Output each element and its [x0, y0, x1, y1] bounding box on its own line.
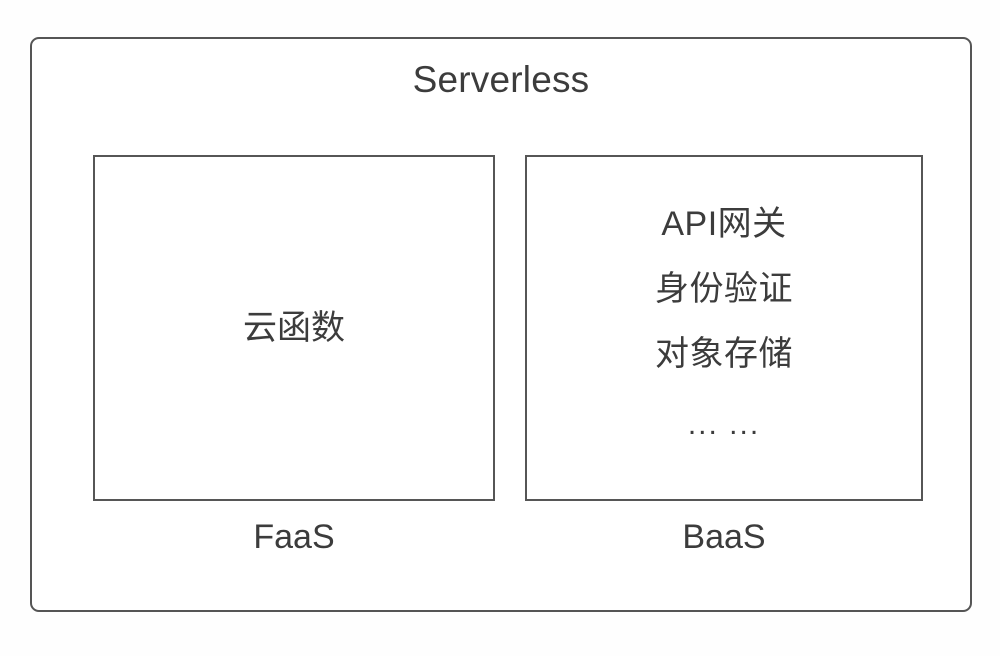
serverless-container: Serverless 云函数 FaaS API网关 身份验证 对象存储 ... … — [30, 37, 972, 612]
serverless-title: Serverless — [412, 59, 590, 100]
faas-box: 云函数 — [93, 155, 495, 501]
baas-item-object-storage: 对象存储 — [655, 335, 793, 373]
baas-item-list: API网关 身份验证 对象存储 ... ... — [527, 207, 921, 440]
baas-item-api-gateway: API网关 — [661, 205, 787, 243]
column-faas: 云函数 FaaS — [93, 155, 495, 558]
column-baas: API网关 身份验证 对象存储 ... ... BaaS — [525, 155, 923, 558]
faas-caption: FaaS — [253, 518, 335, 556]
baas-caption: BaaS — [682, 518, 766, 556]
baas-box: API网关 身份验证 对象存储 ... ... — [525, 155, 923, 501]
baas-item-ellipsis: ... ... — [687, 408, 761, 441]
faas-item-cloud-function: 云函数 — [243, 309, 345, 347]
columns-row: 云函数 FaaS API网关 身份验证 对象存储 ... ... BaaS — [32, 39, 970, 610]
baas-item-authentication: 身份验证 — [655, 270, 793, 308]
